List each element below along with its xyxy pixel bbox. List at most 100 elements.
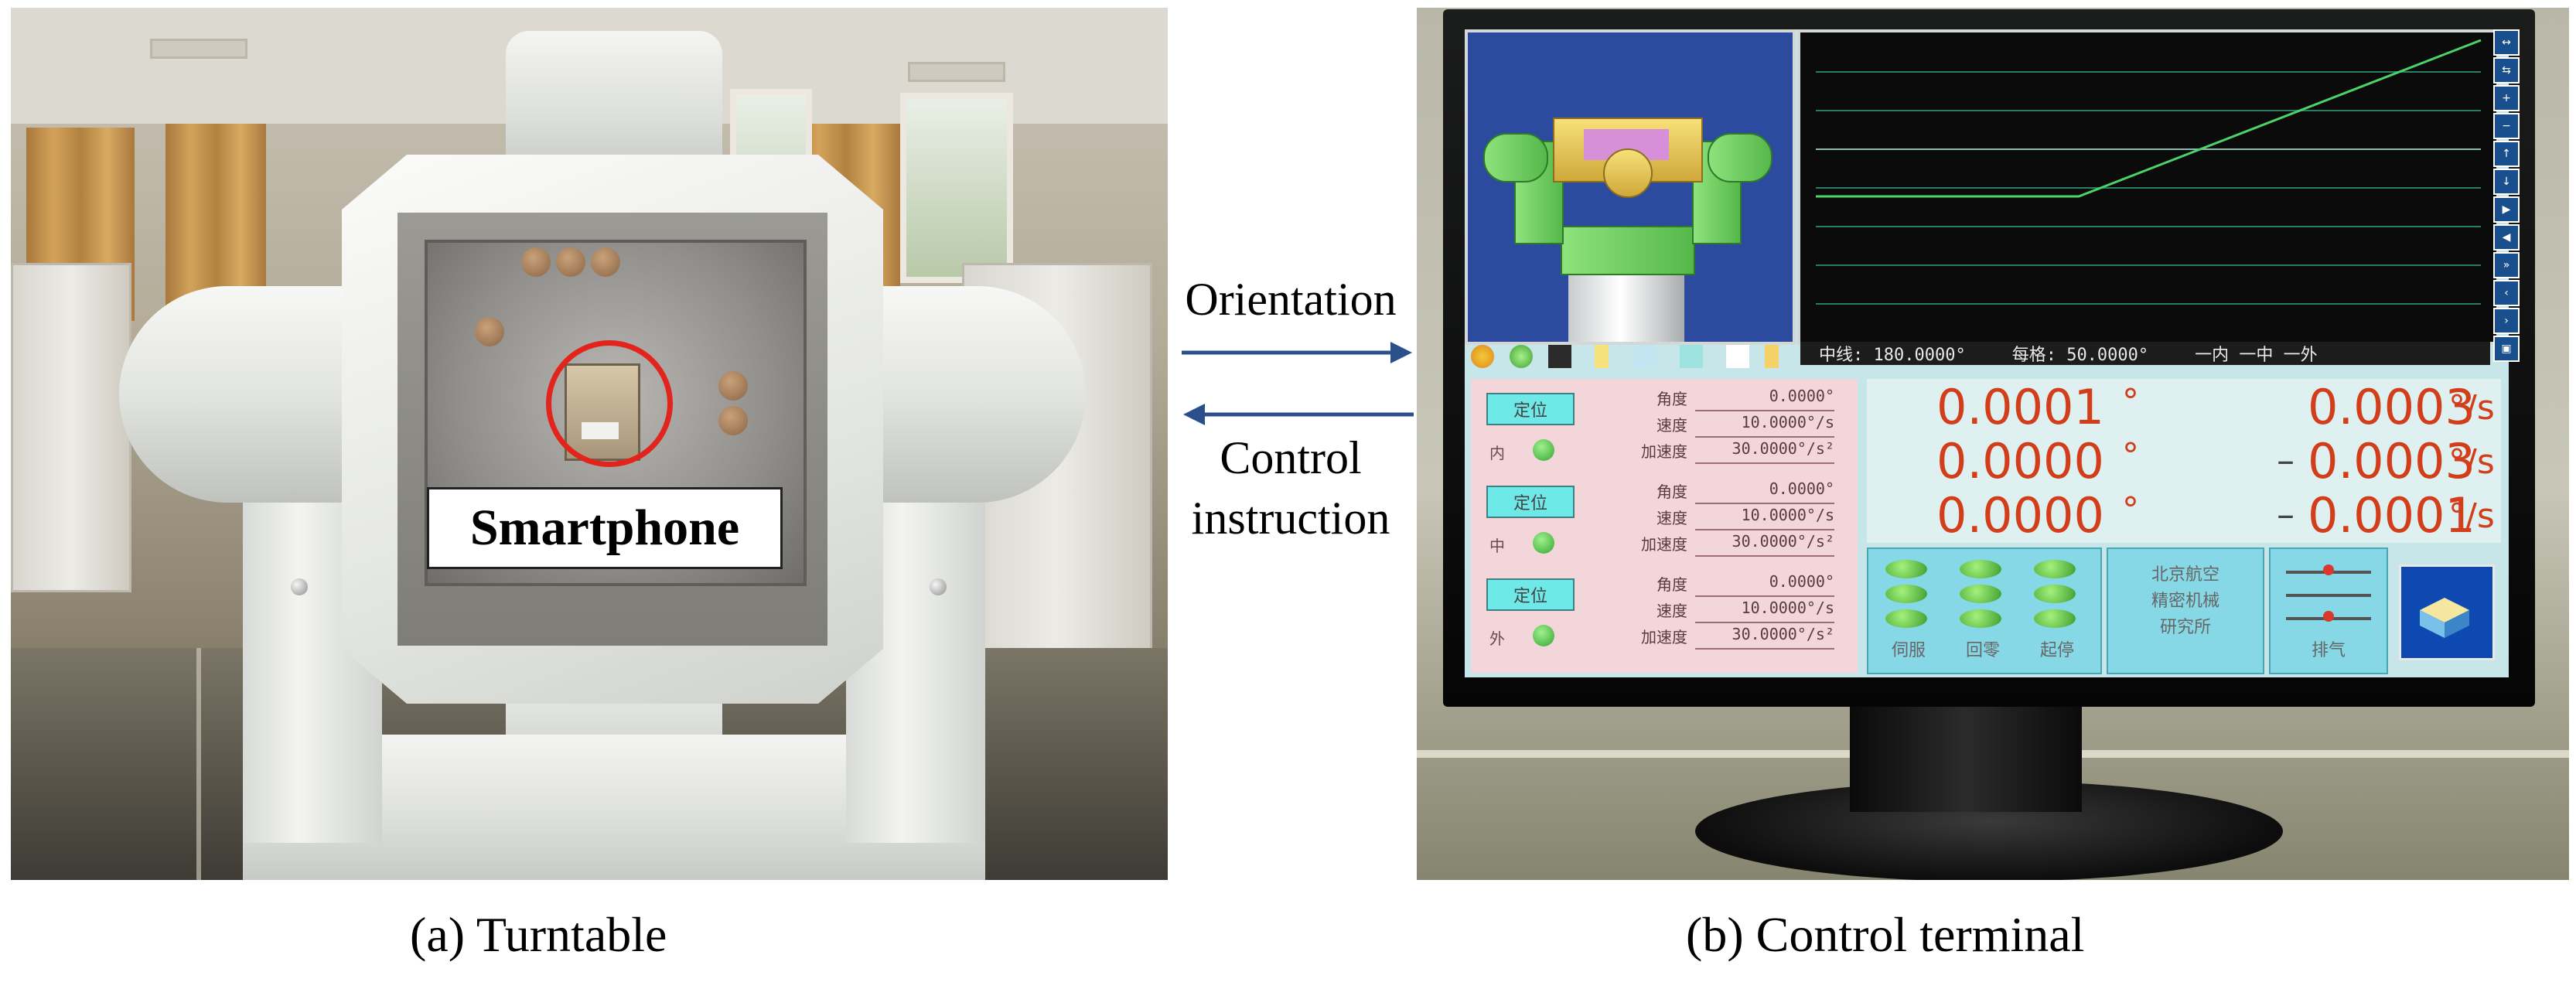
middle-axis-name: 中	[1489, 537, 1505, 555]
highlight-circle	[546, 340, 673, 467]
brass-weight	[521, 247, 551, 277]
switch-track	[2286, 594, 2371, 597]
inner-axis-name: 内	[1489, 444, 1505, 462]
green-mode-icon[interactable]	[1510, 345, 1533, 368]
middle-position-button[interactable]: 定位	[1486, 486, 1575, 518]
gimbal-model-base	[1568, 264, 1684, 342]
table-icon[interactable]	[1680, 345, 1703, 368]
switch-knob[interactable]	[2323, 611, 2334, 622]
inner-rate-readout: 0.0003	[2308, 379, 2475, 435]
brass-weight	[591, 247, 620, 277]
institution-line2: 精密机械	[2151, 592, 2219, 611]
chart-icon[interactable]	[1633, 345, 1656, 368]
accel-label: 加速度	[1641, 535, 1687, 554]
servo-label: 伺服	[1891, 641, 1926, 660]
plot-toolbar: ↔ ⇆ + − ↑ ↓ ▶ ◀ » ‹ › ▣	[2493, 29, 2520, 370]
grid-line	[1816, 148, 2481, 150]
wave-icon[interactable]	[1726, 345, 1749, 368]
switch-knob[interactable]	[2323, 564, 2334, 575]
outer-status-led	[1533, 625, 1554, 646]
up-icon[interactable]: ↑	[2493, 141, 2520, 167]
plus-icon[interactable]: +	[2493, 85, 2520, 111]
middle-status-led	[1533, 532, 1554, 554]
servo-toggle-middle[interactable]	[1885, 585, 1927, 603]
inner-accel-field[interactable]: 30.0000°/s²	[1695, 439, 1834, 464]
minus-icon[interactable]: −	[2493, 113, 2520, 139]
plot-trace	[1816, 39, 2482, 198]
bar-icon[interactable]	[1595, 345, 1609, 368]
down-icon[interactable]: ↓	[2493, 169, 2520, 195]
outer-position-button[interactable]: 定位	[1486, 578, 1575, 611]
angle-unit: °	[2122, 436, 2139, 476]
inner-position-button[interactable]: 定位	[1486, 393, 1575, 425]
servo-toggle-inner[interactable]	[1885, 560, 1927, 578]
home-label: 回零	[1965, 641, 2000, 660]
start-toggle-inner[interactable]	[2034, 560, 2076, 578]
plot-footer: 中线: 180.0000° 每格: 50.0000° 一内 一中 一外	[1800, 342, 2490, 365]
institution-line1: 北京航空	[2151, 565, 2219, 585]
rate-unit: °/s	[2448, 496, 2495, 536]
gimbal-model-pedestal	[1561, 226, 1695, 275]
inner-status-led	[1533, 439, 1554, 461]
orientation-label: Orientation	[1185, 274, 1397, 325]
institution-line3: 研究所	[2159, 618, 2211, 637]
cube-view-button[interactable]	[2399, 564, 2495, 660]
ceiling-light	[908, 62, 1005, 82]
brass-weight	[556, 247, 585, 277]
start-toggle-outer[interactable]	[2034, 609, 2076, 628]
exhaust-label: 排气	[2311, 641, 2346, 660]
grid-scale-readout: 每格: 50.0000°	[2011, 346, 2149, 365]
rate-sign: –	[2277, 493, 2295, 535]
monitor-stand-neck	[1850, 704, 2082, 812]
inner-speed-field[interactable]: 10.0000°/s	[1695, 413, 1834, 438]
save-icon[interactable]: ▣	[2493, 336, 2520, 362]
home-toggle-outer[interactable]	[1960, 609, 2001, 628]
monitor-icon[interactable]	[1548, 345, 1571, 368]
control-label-line2: instruction	[1191, 493, 1390, 544]
expand-icon[interactable]: ↔	[2493, 29, 2520, 56]
file-icon[interactable]	[1765, 345, 1779, 368]
outer-rate-readout: 0.0001	[2308, 487, 2475, 544]
middle-speed-field[interactable]: 10.0000°/s	[1695, 506, 1834, 530]
control-label-line1: Control	[1220, 432, 1362, 483]
gimbal-model-left-hub	[1483, 133, 1548, 182]
bolt	[930, 578, 947, 595]
step-back-icon[interactable]: ‹	[2493, 280, 2520, 306]
inner-angle-field[interactable]: 0.0000°	[1695, 387, 1834, 411]
servo-toggle-outer[interactable]	[1885, 609, 1927, 628]
axis-mode-legend: 一内 一中 一外	[2195, 346, 2318, 365]
outer-angle-readout: 0.0000	[1936, 487, 2104, 544]
home-toggle-inner[interactable]	[1960, 560, 2001, 578]
middle-speed-row: 速度 10.0000°/s	[1618, 506, 1850, 530]
run-icon[interactable]: ▶	[2493, 196, 2520, 223]
right-arrow	[1182, 342, 1412, 363]
outer-accel-row: 加速度 30.0000°/s²	[1618, 625, 1850, 650]
start-toggle-middle[interactable]	[2034, 585, 2076, 603]
outer-angle-field[interactable]: 0.0000°	[1695, 572, 1834, 597]
speed-label: 速度	[1656, 602, 1687, 620]
outer-speed-field[interactable]: 10.0000°/s	[1695, 599, 1834, 623]
middle-accel-field[interactable]: 30.0000°/s²	[1695, 532, 1834, 557]
outer-accel-field[interactable]: 30.0000°/s²	[1695, 625, 1834, 650]
accel-label: 加速度	[1641, 628, 1687, 646]
left-arrow	[1183, 404, 1414, 425]
grid-line	[1816, 187, 2481, 189]
collapse-icon[interactable]: ⇆	[2493, 57, 2520, 84]
speed-label: 速度	[1656, 509, 1687, 527]
middle-accel-row: 加速度 30.0000°/s²	[1618, 532, 1850, 557]
start-stop-label: 起停	[2039, 641, 2074, 660]
fast-forward-icon[interactable]: »	[2493, 252, 2520, 278]
brass-weight	[718, 406, 748, 435]
rewind-icon[interactable]: ◀	[2493, 224, 2520, 251]
angle-label: 角度	[1656, 575, 1687, 594]
rate-sign: –	[2277, 439, 2295, 481]
home-toggle-middle[interactable]	[1960, 585, 2001, 603]
center-line-readout: 中线: 180.0000°	[1819, 346, 1966, 365]
orange-mode-icon[interactable]	[1471, 345, 1494, 368]
middle-angle-field[interactable]: 0.0000°	[1695, 479, 1834, 504]
step-forward-icon[interactable]: ›	[2493, 308, 2520, 334]
